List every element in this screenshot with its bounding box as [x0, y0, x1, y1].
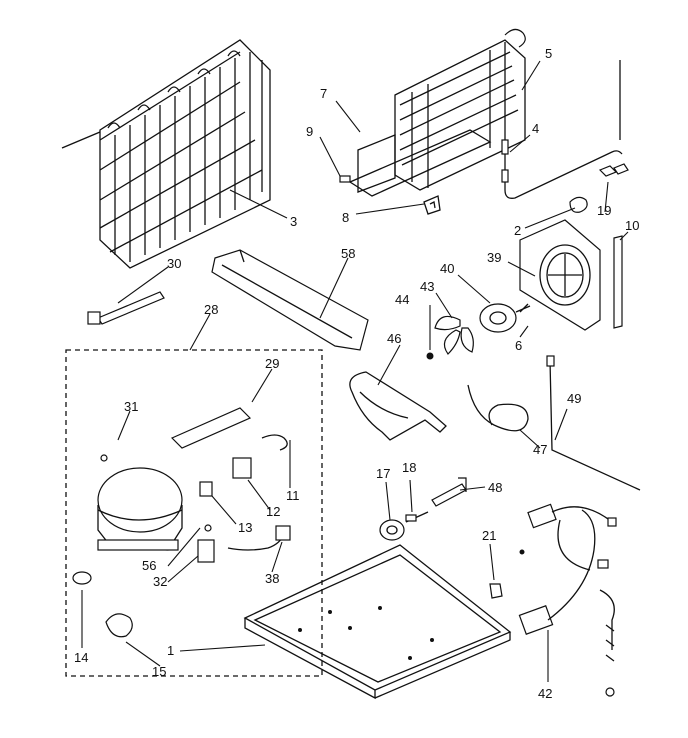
label-31: 31: [124, 399, 138, 414]
label-58: 58: [341, 246, 355, 261]
relay-12: [232, 457, 252, 479]
drain-tube: [467, 384, 529, 432]
label-42: 42: [538, 686, 552, 701]
long-tube-end: [546, 355, 555, 367]
part-labels: 1 2 3 4 5 6 7 8 9 10 11 12 13 14 15 17 1…: [74, 46, 639, 701]
label-30: 30: [167, 256, 181, 271]
wiring-harness: [518, 503, 617, 697]
label-21: 21: [482, 528, 496, 543]
capacitor-32: [197, 539, 215, 563]
label-8: 8: [342, 210, 349, 225]
label-11: 11: [286, 488, 300, 503]
label-15: 15: [152, 664, 166, 679]
label-7: 7: [320, 86, 327, 101]
base-plate: [243, 544, 512, 700]
label-12: 12: [266, 504, 280, 519]
tube-bracket: [349, 371, 447, 441]
long-tube: [549, 359, 641, 491]
label-43: 43: [420, 279, 434, 294]
label-1: 1: [167, 643, 174, 658]
label-38: 38: [265, 571, 279, 586]
label-14: 14: [74, 650, 88, 665]
label-3: 3: [290, 214, 297, 229]
label-6: 6: [515, 338, 522, 353]
fan-motor-assembly: [426, 303, 531, 360]
label-18: 18: [402, 460, 416, 475]
label-28: 28: [204, 302, 218, 317]
label-44: 44: [395, 292, 409, 307]
roller-bolt: [379, 511, 429, 541]
gasket-strip: [613, 235, 623, 329]
leader-lines: [81, 60, 629, 682]
sensor-part: [87, 291, 165, 325]
defrost-thermostat: [501, 60, 629, 199]
compressor-group-box: [65, 349, 323, 677]
fan-shroud: [519, 219, 601, 331]
clip-part: [423, 195, 441, 215]
label-13: 13: [238, 520, 252, 535]
label-4: 4: [532, 121, 539, 136]
label-40: 40: [440, 261, 454, 276]
pin-part: [431, 477, 467, 507]
wire-clip-11: [261, 434, 288, 451]
power-plug: [105, 613, 133, 638]
label-46: 46: [387, 331, 401, 346]
compressor: [97, 467, 183, 551]
label-9: 9: [306, 124, 313, 139]
terminal-38: [275, 525, 291, 541]
label-49: 49: [567, 391, 581, 406]
label-32: 32: [153, 574, 167, 589]
evaporator-assembly: [339, 28, 526, 197]
label-48: 48: [488, 480, 502, 495]
label-56: 56: [142, 558, 156, 573]
small-foot: [489, 583, 503, 599]
label-5: 5: [545, 46, 552, 61]
washer-56: [204, 524, 212, 532]
air-duct: [211, 249, 369, 351]
overload-13: [199, 481, 213, 497]
label-29: 29: [265, 356, 279, 371]
grommet-14: [72, 571, 92, 585]
condenser-coil: [61, 39, 271, 269]
label-2: 2: [514, 223, 521, 238]
label-39: 39: [487, 250, 501, 265]
grommet-part: [569, 196, 588, 213]
label-10: 10: [625, 218, 639, 233]
bolt-31: [100, 454, 108, 462]
filter-drier: [170, 407, 252, 449]
label-47: 47: [533, 442, 547, 457]
label-19: 19: [597, 203, 611, 218]
label-17: 17: [376, 466, 390, 481]
